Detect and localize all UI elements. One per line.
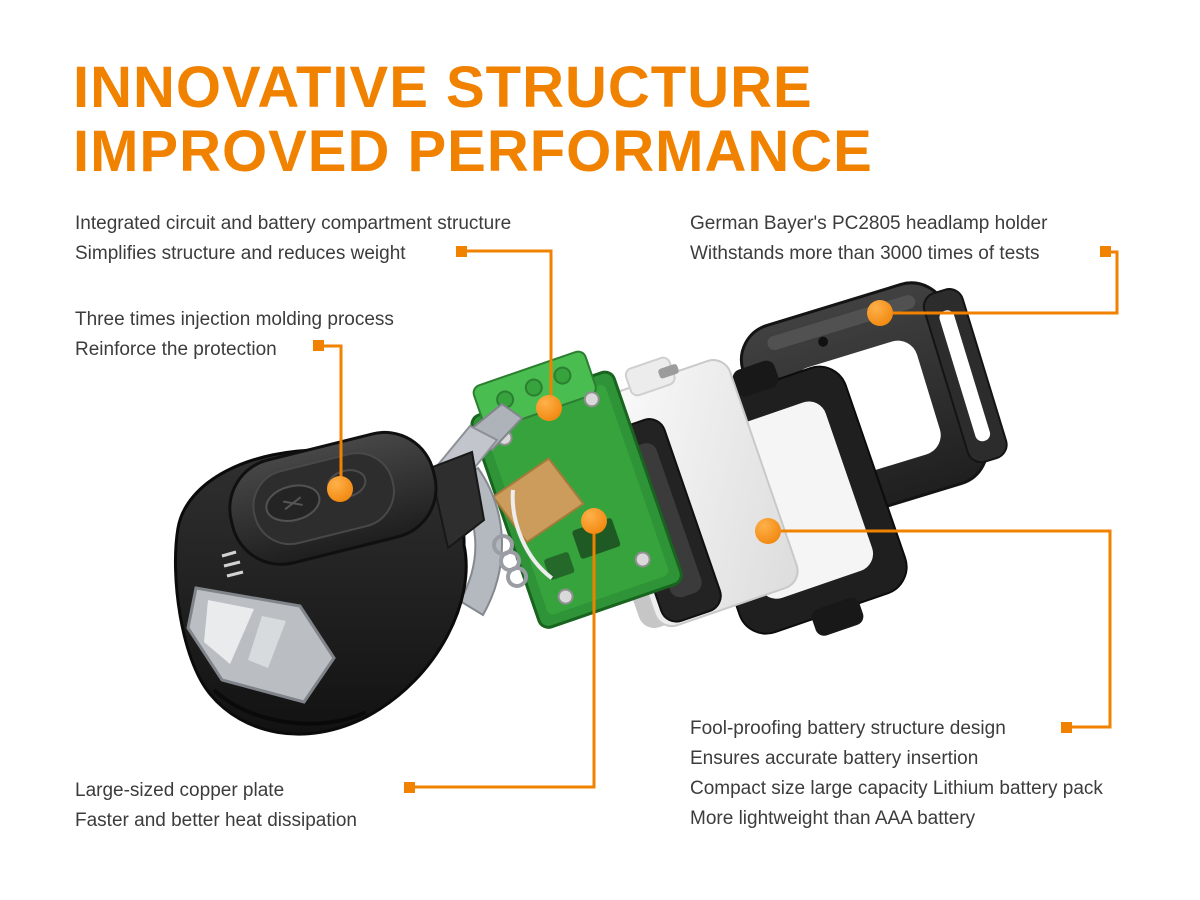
annotation-line: Three times injection molding process [75,309,394,330]
annotation-injection-molding: Three times injection molding process Re… [75,305,394,365]
annotation-line: German Bayer's PC2805 headlamp holder [690,213,1048,234]
callout-dot-battery [755,518,781,544]
annotation-copper-plate: Large-sized copper plate Faster and bett… [75,776,357,836]
annotation-integrated-circuit: Integrated circuit and battery compartme… [75,209,511,269]
annotation-line: Ensures accurate battery insertion [690,748,979,769]
callout-dots [327,300,893,544]
annotation-line: Compact size large capacity Lithium batt… [690,778,1103,799]
callout-dot-circuit [536,395,562,421]
callout-dot-copper [581,508,607,534]
annotation-line: Faster and better heat dissipation [75,810,358,831]
annotation-battery-structure: Fool-proofing battery structure design E… [690,714,1103,834]
callout-dot-holder [867,300,893,326]
logo-mark [221,550,244,578]
annotation-line: Fool-proofing battery structure design [690,718,1006,739]
title-line-1: INNOVATIVE STRUCTURE [73,55,813,120]
annotation-line: Withstands more than 3000 times of tests [690,243,1040,264]
annotation-line: Large-sized copper plate [75,780,285,801]
title-line-2: IMPROVED PERFORMANCE [73,119,873,184]
page-title: INNOVATIVE STRUCTURE IMPROVED PERFORMANC… [73,56,873,184]
annotation-headlamp-holder: German Bayer's PC2805 headlamp holder Wi… [690,209,1047,269]
annotation-line: Reinforce the protection [75,339,277,360]
callout-squares [313,246,1111,793]
annotation-line: Integrated circuit and battery compartme… [75,213,512,234]
callout-dot-molding [327,476,353,502]
front-housing-part [173,430,486,736]
bracket-spring [492,534,528,588]
callout-lines [324,249,1119,789]
annotation-line: More lightweight than AAA battery [690,808,976,829]
annotation-line: Simplifies structure and reduces weight [75,243,406,264]
